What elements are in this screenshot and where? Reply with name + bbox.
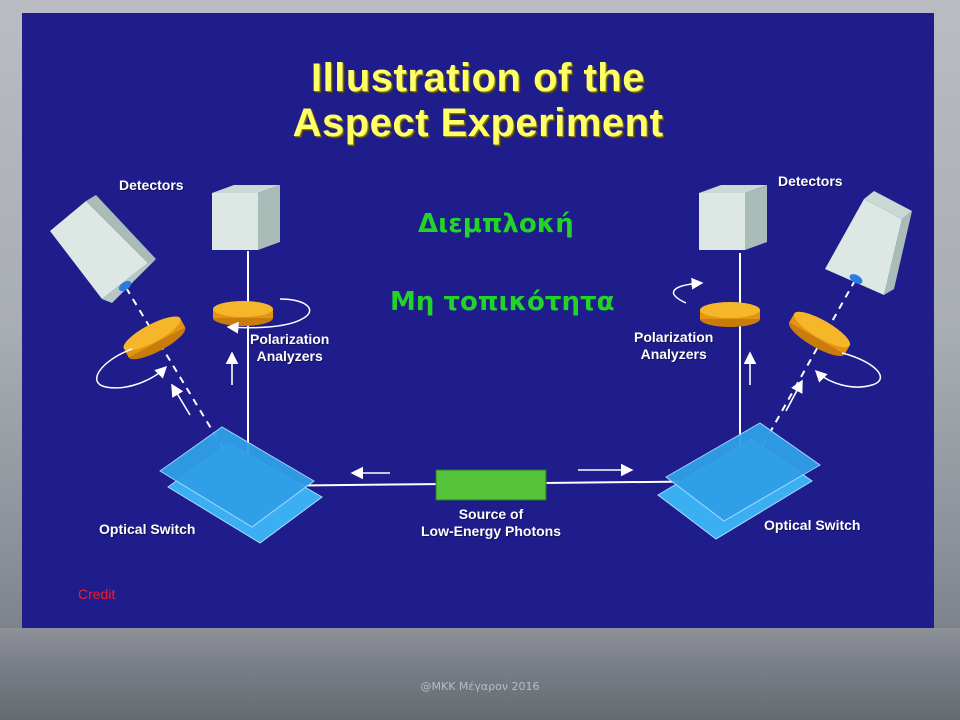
label-detectors-right: Detectors — [778, 173, 843, 189]
credit-link[interactable]: Credit — [78, 586, 116, 602]
label-polarization-left-line1: Polarization — [250, 331, 330, 347]
label-optical-switch-right: Optical Switch — [764, 517, 861, 533]
slide-title-line2: Aspect Experiment — [292, 101, 664, 145]
label-polarization-right: Polarization Analyzers — [634, 329, 713, 363]
label-polarization-left-line2: Analyzers — [256, 348, 323, 364]
polarizer-disc-icon — [700, 302, 760, 327]
polarizer-disc-icon — [213, 301, 273, 326]
detector-box-icon — [50, 195, 156, 303]
label-source-line1: Source of — [458, 506, 524, 522]
label-detectors-left: Detectors — [119, 177, 184, 193]
detector-box-icon — [212, 185, 280, 250]
label-polarization-right-line1: Polarization — [634, 329, 714, 345]
label-source-line2: Low-Energy Photons — [421, 523, 561, 539]
optical-switch-icon — [657, 422, 821, 540]
label-optical-switch-left: Optical Switch — [99, 521, 196, 537]
label-photon-source: Source of Low-Energy Photons — [406, 506, 576, 540]
label-polarization-left: Polarization Analyzers — [250, 331, 329, 365]
detector-box-icon — [699, 185, 767, 250]
polarizer-disc-icon — [788, 311, 851, 356]
greek-label-entanglement: Διεμπλοκή — [418, 209, 574, 239]
slide-title-line1: Illustration of the — [311, 56, 645, 100]
greek-label-nonlocality: Μη τοπικότητα — [390, 287, 615, 317]
slide: Illustration of the Aspect Experiment Δι… — [22, 13, 934, 628]
arrow-diag-left — [171, 383, 191, 416]
photon-source-icon — [435, 469, 547, 501]
detector-box-icon — [825, 191, 912, 295]
rotation-arrow-icon — [96, 348, 168, 389]
rotation-arrow-icon — [814, 352, 881, 388]
background-landscape — [0, 628, 960, 720]
optical-switch-icon — [159, 426, 323, 544]
rotation-arrow-icon — [226, 298, 311, 334]
aspect-experiment-diagram — [50, 185, 912, 544]
polarizer-disc-icon — [123, 316, 186, 360]
label-polarization-right-line2: Analyzers — [640, 346, 707, 362]
footer-text: @MKK Μέγαρον 2016 — [420, 680, 540, 693]
arrow-diag-right — [785, 379, 803, 412]
rotation-arrow-icon — [672, 277, 704, 304]
